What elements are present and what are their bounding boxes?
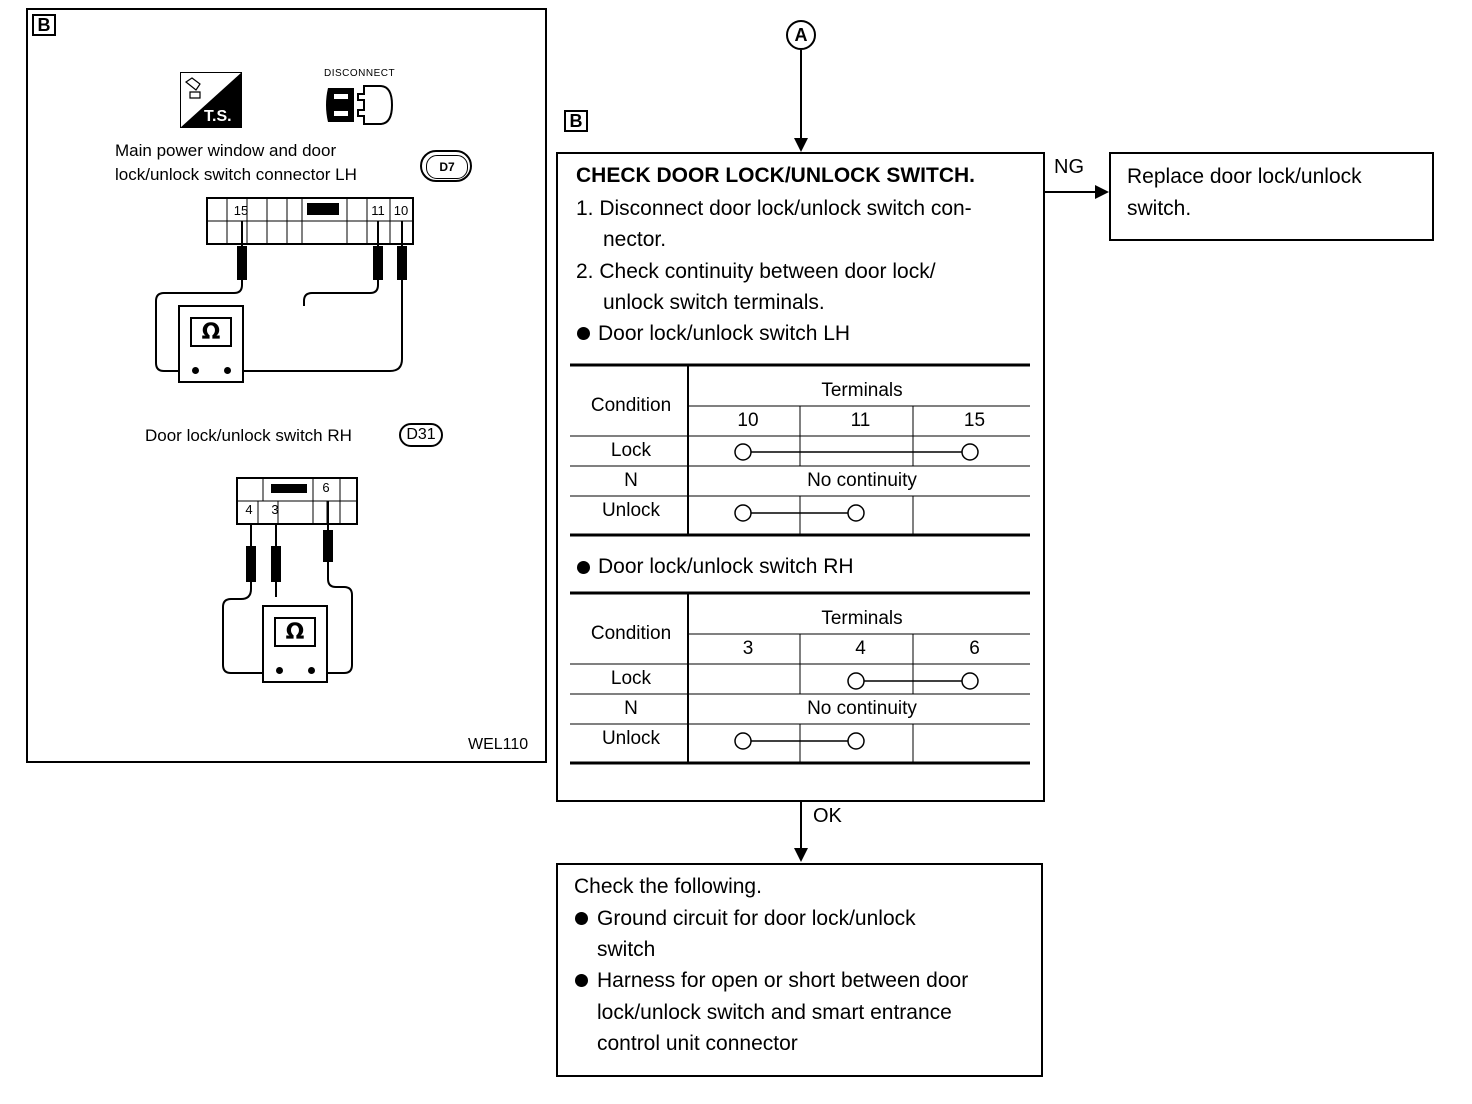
ng-action-1: Replace door lock/unlock [1127,165,1362,188]
connector-rh-pin-3: 3 [271,502,279,517]
connector-lh-code: D7 [426,155,468,179]
ohmmeter-lh: Ω [178,305,244,383]
ng-action-box [1109,152,1434,241]
ok-bullet-1 [575,912,588,925]
ok-bullet-1-b: switch [597,938,656,961]
connector-lh-code-badge: D7 [420,150,472,182]
ohmmeter-rh-display: Ω [274,617,316,647]
lh-terminals-header: Terminals [821,380,903,401]
lh-terminal-15: 15 [963,410,986,431]
connector-rh-wiring [222,477,358,674]
section-tag-flow: B [564,110,588,132]
ohmmeter-lh-display: Ω [190,317,232,347]
connector-rh-caption: Door lock/unlock switch RH [145,426,352,445]
check-step-2a: 2. Check continuity between door lock/ [576,260,936,283]
ohmmeter-lh-jack [224,367,231,374]
figure-id: WEL110 [468,736,529,753]
rh-row-n: N [624,698,638,719]
ok-bullet-1-a: Ground circuit for door lock/unlock [597,907,916,930]
lh-row-unlock: Unlock [601,500,661,521]
lh-terminal-10: 10 [737,410,759,431]
lh-terminal-11: 11 [850,410,871,431]
lh-row-lock: Lock [610,440,652,461]
rh-row-lock: Lock [610,668,652,689]
check-step-1a: 1. Disconnect door lock/unlock switch co… [576,197,972,220]
rh-terminal-4: 4 [855,638,866,659]
ok-action-box [556,863,1043,1077]
ohmmeter-rh: Ω [262,605,328,683]
section-tag-left: B [32,14,56,36]
ok-bullet-2 [575,974,588,987]
ng-label: NG [1054,156,1084,178]
ng-arrow-line [1045,191,1097,193]
ts-label: T.S. [204,108,232,125]
check-step-title: CHECK DOOR LOCK/UNLOCK SWITCH. [576,164,975,187]
disconnect-icon [324,80,396,130]
ok-arrowhead [794,848,808,862]
ohmmeter-rh-jack [308,667,315,674]
rh-terminal-3: 3 [742,638,754,659]
connector-lh-pin-10: 10 [393,203,409,218]
disconnect-label: DISCONNECT [324,68,396,79]
ng-arrowhead [1095,185,1109,199]
rh-row-unlock: Unlock [601,728,661,749]
connector-lh-wiring [155,197,414,372]
entry-arrowhead [794,138,808,152]
connector-lh-pin-15: 15 [233,203,249,218]
ohmmeter-lh-jack [192,367,199,374]
connector-lh-pin-11: 11 [371,203,385,218]
lh-condition-header: Condition [590,395,672,416]
ok-bullet-2-b: lock/unlock switch and smart entrance [597,1001,952,1024]
entry-arrow-line [800,50,802,140]
connector-rh-pin-4: 4 [245,502,253,517]
check-step-2b: unlock switch terminals. [603,291,825,314]
ng-action-2: switch. [1127,197,1192,220]
ohmmeter-rh-jack [276,667,283,674]
rh-terminal-6: 6 [969,638,980,659]
connector-lh-caption-1: Main power window and door [115,141,337,160]
check-step-1b: nector. [603,228,667,251]
rh-terminals-header: Terminals [821,608,903,629]
rh-condition-header: Condition [590,623,672,644]
ok-bullet-2-c: control unit connector [597,1032,798,1055]
lh-heading: Door lock/unlock switch LH [598,322,851,345]
lh-table-grid [570,363,1030,537]
rh-table-grid [570,591,1030,765]
connector-lh-caption-2: lock/unlock switch connector LH [115,165,357,184]
entry-marker-a: A [786,20,816,50]
lh-no-continuity: No continuity [807,470,917,491]
ok-label: OK [813,805,842,827]
bullet-lh [577,327,590,340]
troubleshooting-icon: T.S. [180,72,242,128]
ok-arrow-line [800,802,802,850]
connector-rh-code: D31 [399,423,443,447]
ok-action-intro: Check the following. [574,875,762,898]
rh-no-continuity: No continuity [807,698,917,719]
ok-bullet-2-a: Harness for open or short between door [597,969,969,992]
lh-row-n: N [624,470,638,491]
rh-heading: Door lock/unlock switch RH [598,555,854,578]
connector-rh-pin-6: 6 [322,480,330,495]
bullet-rh [577,561,590,574]
